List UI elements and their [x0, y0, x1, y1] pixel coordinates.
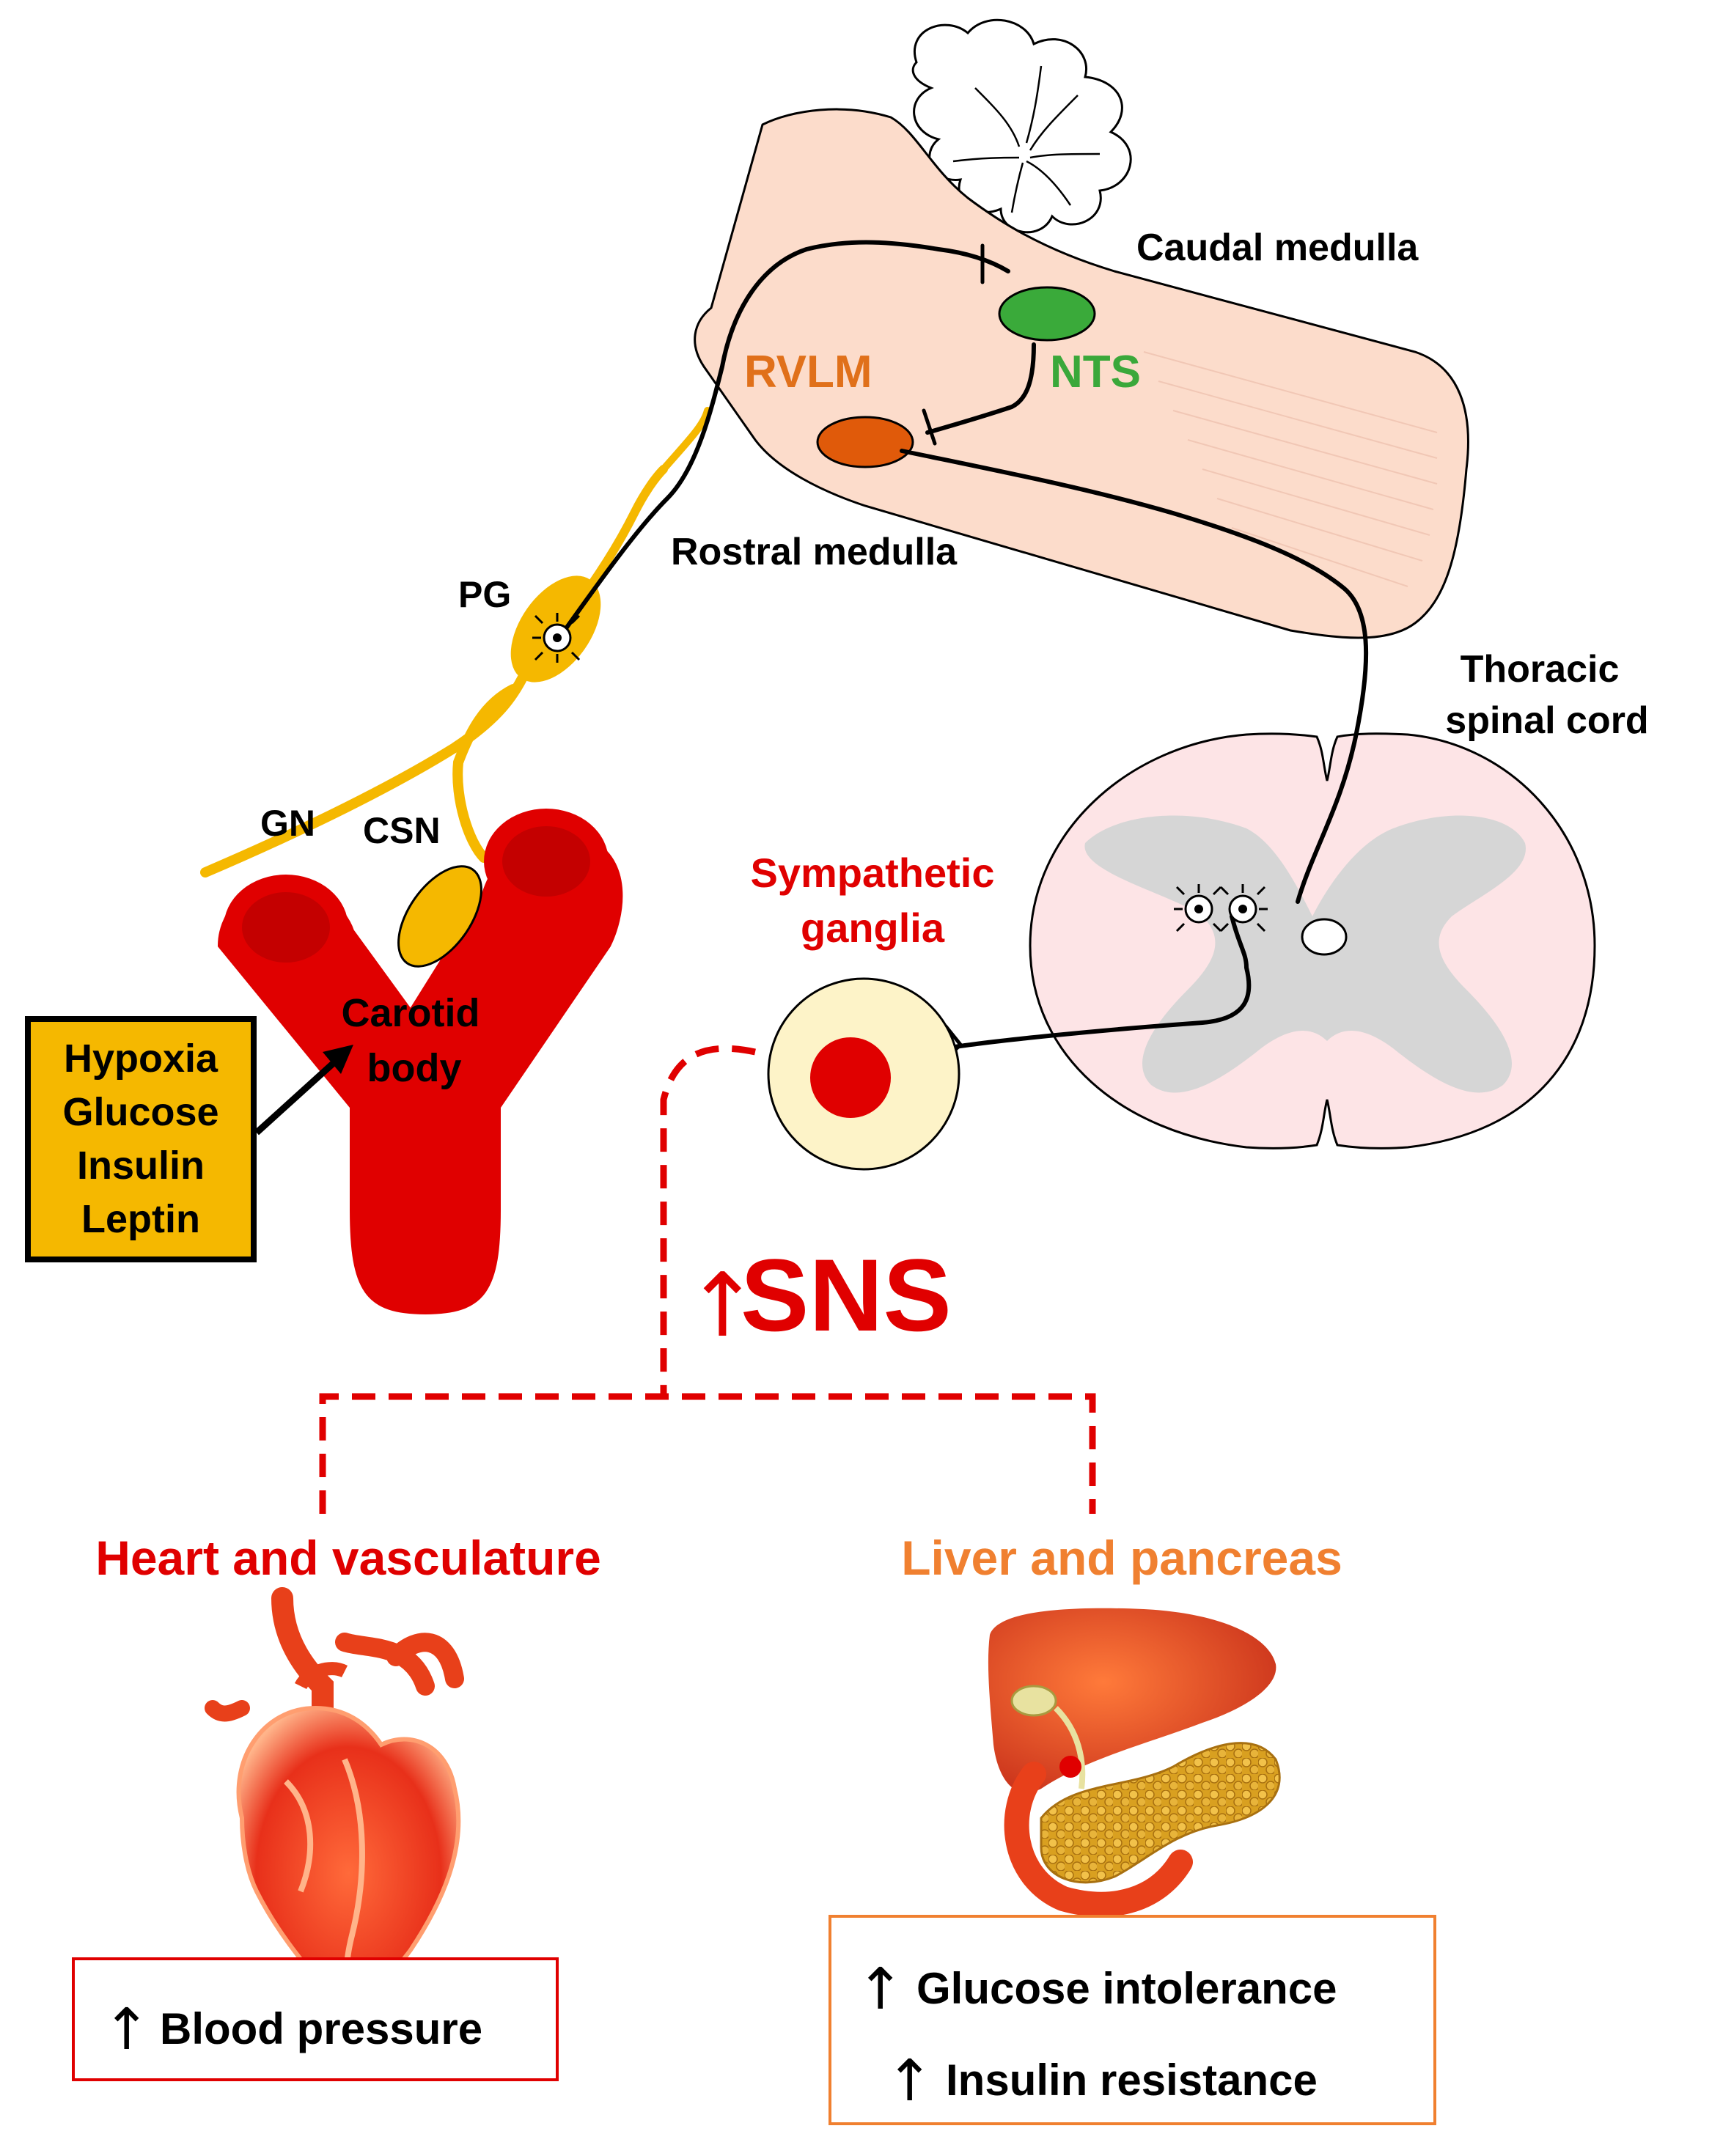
liver-pancreas-illustration	[988, 1608, 1281, 1917]
carotid-artery	[217, 809, 623, 1315]
insulin-resistance-arrow: ↑	[886, 2048, 933, 2114]
title-liver-pancreas: Liver and pancreas	[901, 1531, 1342, 1585]
rvlm-nucleus	[816, 416, 914, 468]
pg-neuron-icon	[532, 613, 581, 663]
blood-pressure-arrow: ↑	[103, 1997, 150, 2063]
label-body: body	[367, 1046, 462, 1090]
outcome-blood-pressure: Blood pressure	[160, 2004, 482, 2053]
stimulus-hypoxia: Hypoxia	[64, 1037, 218, 1081]
glucose-intolerance-arrow: ↑	[856, 1957, 904, 2023]
sns-up-arrow: ↑	[686, 1255, 760, 1357]
nts-nucleus	[998, 286, 1096, 342]
outcome-insulin-resistance: Insulin resistance	[946, 2056, 1318, 2105]
label-pg: PG	[458, 574, 511, 615]
label-carotid: Carotid	[342, 991, 480, 1035]
cerebellum-shape	[911, 18, 1132, 234]
label-caudal-medulla: Caudal medulla	[1136, 227, 1419, 269]
spinal-neuron-icon-left	[1174, 884, 1222, 932]
sympathetic-ganglion	[767, 977, 960, 1171]
label-nts: NTS	[1050, 347, 1141, 397]
neuron-pathways	[562, 240, 1369, 1073]
stimuli-box	[25, 1016, 257, 1262]
stimulus-leptin: Leptin	[81, 1197, 200, 1241]
label-ganglia: ganglia	[801, 905, 945, 951]
metabolic-box	[829, 1915, 1436, 2125]
stimulus-glucose: Glucose	[62, 1090, 218, 1134]
label-rvlm: RVLM	[744, 347, 872, 397]
central-canal	[1301, 918, 1348, 956]
outcome-glucose-intolerance: Glucose intolerance	[916, 1964, 1337, 2013]
label-gn: GN	[260, 803, 315, 844]
label-sns: SNS	[741, 1237, 952, 1353]
label-rostral-medulla: Rostral medulla	[671, 531, 958, 573]
label-thoracic: Thoracic	[1461, 648, 1620, 691]
glossopharyngeal-nerve	[200, 407, 711, 878]
title-heart-vasculature: Heart and vasculature	[95, 1531, 601, 1585]
spinal-cord-section	[1029, 732, 1596, 1149]
heart-illustration	[205, 1587, 464, 2012]
duodenum	[1004, 1762, 1193, 1917]
label-sympathetic: Sympathetic	[751, 850, 995, 896]
carotid-body	[397, 865, 482, 968]
stimulus-insulin: Insulin	[77, 1144, 205, 1188]
label-csn: CSN	[363, 810, 441, 851]
pancreas	[1040, 1742, 1281, 1884]
spinal-neuron-icon-right	[1219, 884, 1268, 932]
label-spinal-cord: spinal cord	[1445, 699, 1648, 742]
stimuli-arrow	[254, 1045, 353, 1136]
blood-pressure-box	[72, 1957, 559, 2081]
sns-output-lines	[319, 1045, 1096, 1514]
